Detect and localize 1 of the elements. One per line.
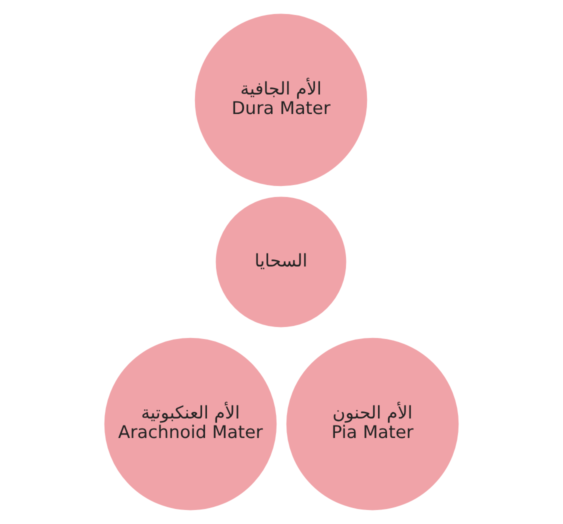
node-circle: السحايا bbox=[212, 194, 350, 330]
